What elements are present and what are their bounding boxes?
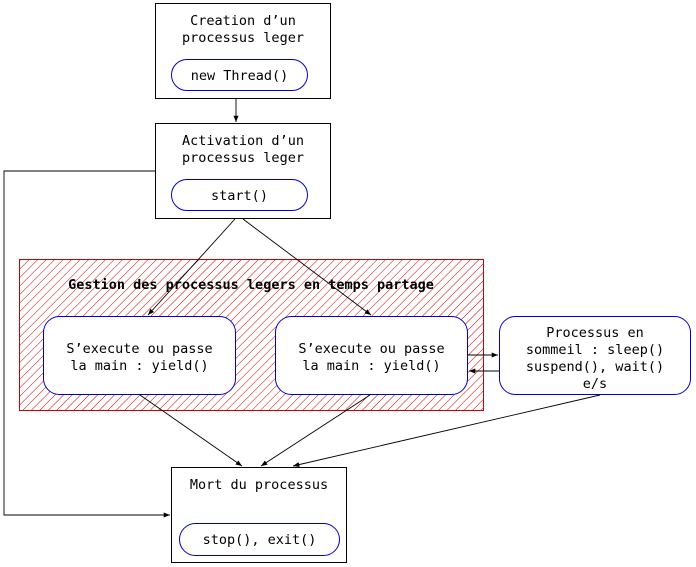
death-method: stop(), exit()	[203, 532, 317, 548]
edge-sleep-to-death	[292, 394, 601, 468]
activation-node: Activation d’un processus leger start()	[155, 123, 331, 219]
death-method-pill	[179, 523, 340, 556]
sleep-line-2: sommeil : sleep()	[526, 342, 664, 358]
exec-right-node: S’execute ou passe la main : yield()	[275, 316, 468, 395]
activation-title-line-1: Activation d’un	[182, 133, 304, 149]
activation-method: start()	[211, 188, 268, 204]
edge-activation-to-exec-left	[147, 218, 236, 316]
edge-exec-left-to-death	[139, 394, 243, 467]
sleep-line-4: e/s	[583, 376, 607, 392]
edges	[3, 99, 601, 518]
sleep-line-1: Processus en	[546, 325, 644, 341]
timeshare-title: Gestion des processus legers en temps pa…	[68, 277, 434, 293]
exec-left-line-2: la main : yield()	[70, 358, 208, 374]
creation-method-pill	[171, 59, 308, 91]
exec-left-node: S’execute ou passe la main : yield()	[43, 316, 236, 395]
creation-node: Creation d’un processus leger new Thread…	[155, 3, 331, 99]
exec-right-line-1: S’execute ou passe	[298, 341, 444, 357]
exec-left-line-1: S’execute ou passe	[66, 341, 212, 357]
sleep-line-3: suspend(), wait()	[526, 359, 664, 375]
sleep-node: Processus en sommeil : sleep() suspend()…	[499, 316, 691, 395]
creation-title-line-1: Creation d’un	[190, 13, 296, 29]
death-title: Mort du processus	[190, 477, 328, 493]
edge-activation-to-exec-right	[242, 218, 372, 316]
activation-method-pill	[171, 179, 308, 211]
edge-exec-right-to-death	[260, 394, 371, 467]
edge-activation-to-death	[3, 170, 170, 518]
activation-title-line-2: processus leger	[182, 150, 304, 166]
creation-title-line-2: processus leger	[182, 30, 304, 46]
exec-right-line-2: la main : yield()	[302, 358, 440, 374]
creation-method: new Thread()	[191, 68, 289, 84]
death-node: Mort du processus stop(), exit()	[171, 467, 347, 563]
